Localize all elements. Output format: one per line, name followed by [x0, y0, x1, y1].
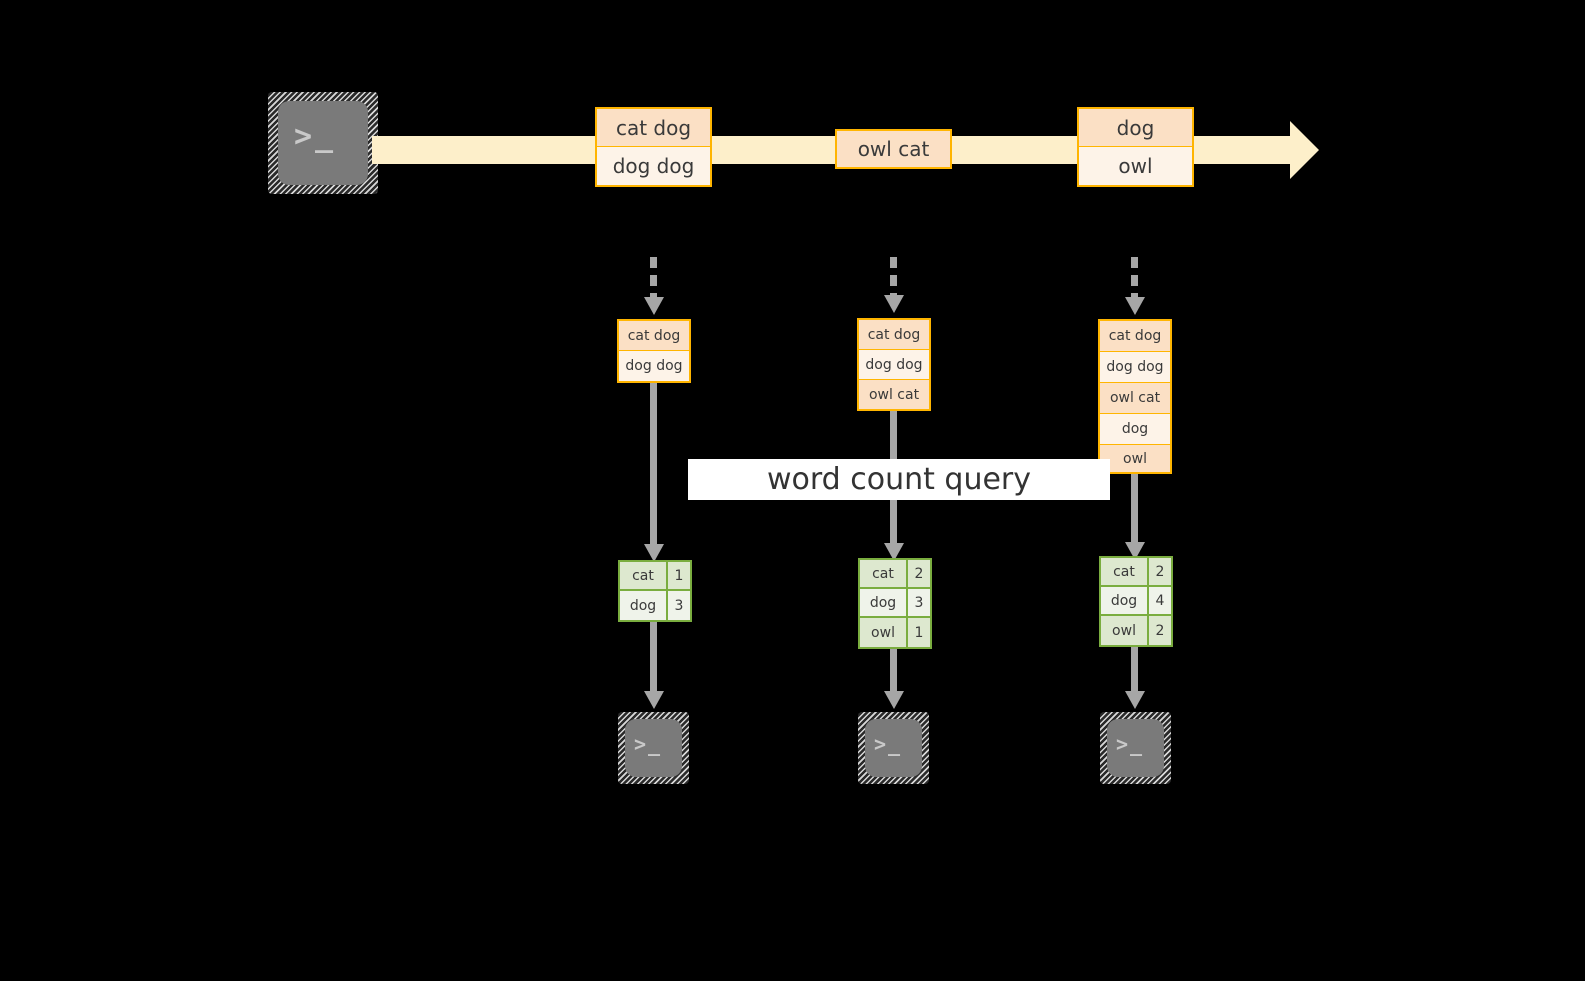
query-label: word count query [688, 459, 1110, 500]
snapshot-2-sink-arrowhead [884, 691, 904, 709]
table-row: cat 2 [860, 560, 930, 589]
table-cell-word: cat [860, 560, 908, 587]
buffer-line: owl cat [1100, 383, 1170, 414]
buffer-line: owl cat [859, 380, 929, 409]
snapshot-1-sink-arrowhead [644, 691, 664, 709]
terminal-face [625, 719, 682, 777]
terminal-prompt-glyph: >_ [634, 732, 663, 756]
buffer-line: cat dog [859, 320, 929, 350]
terminal-face [1107, 719, 1164, 777]
table-cell-word: cat [620, 562, 668, 589]
stream-message-1[interactable]: cat dog dog dog [595, 107, 712, 187]
snapshot-1-result-table[interactable]: cat 1 dog 3 [618, 560, 692, 622]
snapshot-2-sink-terminal-icon[interactable]: >_ [858, 712, 929, 784]
terminal-face [278, 101, 368, 185]
snapshot-2-accumulated-buffer[interactable]: cat dog dog dog owl cat [857, 318, 931, 411]
table-row: dog 3 [860, 589, 930, 618]
table-row: owl 1 [860, 618, 930, 647]
snapshot-2-result-table[interactable]: cat 2 dog 3 owl 1 [858, 558, 932, 649]
snapshot-1-query-line [650, 383, 657, 548]
snapshot-3-inbound-arrowhead [1125, 297, 1145, 315]
stream-message-line: dog [1079, 109, 1192, 147]
table-cell-count: 3 [908, 589, 930, 616]
buffer-line: dog [1100, 414, 1170, 445]
table-cell-count: 2 [1149, 558, 1171, 585]
buffer-line: cat dog [1100, 321, 1170, 352]
terminal-face [865, 719, 922, 777]
snapshot-3-sink-arrowhead [1125, 691, 1145, 709]
table-cell-count: 3 [668, 591, 690, 620]
stream-message-line: owl cat [837, 131, 950, 167]
snapshot-1-inbound-arrowhead [644, 297, 664, 315]
stream-message-line: owl [1079, 147, 1192, 185]
stream-message-line: dog dog [597, 147, 710, 185]
snapshot-1-inbound-dashed-line [650, 257, 657, 299]
table-cell-count: 2 [1149, 616, 1171, 645]
buffer-line: cat dog [619, 321, 689, 351]
snapshot-1-query-arrowhead [644, 544, 664, 562]
snapshot-3-sink-line [1131, 647, 1138, 695]
terminal-prompt-glyph: >_ [1116, 732, 1145, 756]
terminal-prompt-glyph: >_ [294, 119, 337, 154]
snapshot-3-sink-terminal-icon[interactable]: >_ [1100, 712, 1171, 784]
snapshot-2-sink-line [890, 649, 897, 695]
table-cell-count: 4 [1149, 587, 1171, 614]
snapshot-3-inbound-dashed-line [1131, 257, 1138, 299]
table-cell-word: cat [1101, 558, 1149, 585]
snapshot-3-query-arrowhead [1125, 542, 1145, 560]
buffer-line: dog dog [859, 350, 929, 380]
source-terminal-icon[interactable]: >_ [268, 92, 378, 194]
stream-message-3[interactable]: dog owl [1077, 107, 1194, 187]
snapshot-1-accumulated-buffer[interactable]: cat dog dog dog [617, 319, 691, 383]
stream-message-2[interactable]: owl cat [835, 129, 952, 169]
snapshot-3-accumulated-buffer[interactable]: cat dog dog dog owl cat dog owl [1098, 319, 1172, 474]
table-row: owl 2 [1101, 616, 1171, 645]
buffer-line: owl [1100, 445, 1170, 472]
buffer-line: dog dog [619, 351, 689, 381]
snapshot-3-query-line [1131, 474, 1138, 546]
table-cell-count: 1 [908, 618, 930, 647]
snapshot-2-inbound-dashed-line [890, 257, 897, 297]
table-row: dog 4 [1101, 587, 1171, 616]
table-cell-word: owl [860, 618, 908, 647]
terminal-prompt-glyph: >_ [874, 732, 903, 756]
snapshot-2-inbound-arrowhead [884, 295, 904, 313]
table-row: dog 3 [620, 591, 690, 620]
table-cell-word: dog [860, 589, 908, 616]
buffer-line: dog dog [1100, 352, 1170, 383]
stream-message-line: cat dog [597, 109, 710, 147]
table-row: cat 2 [1101, 558, 1171, 587]
table-cell-word: owl [1101, 616, 1149, 645]
snapshot-1-sink-line [650, 622, 657, 695]
snapshot-1-sink-terminal-icon[interactable]: >_ [618, 712, 689, 784]
snapshot-3-result-table[interactable]: cat 2 dog 4 owl 2 [1099, 556, 1173, 647]
snapshot-2-query-arrowhead [884, 543, 904, 561]
table-cell-count: 1 [668, 562, 690, 589]
table-cell-count: 2 [908, 560, 930, 587]
stream-arrow-head [1290, 121, 1319, 179]
table-cell-word: dog [620, 591, 668, 620]
table-cell-word: dog [1101, 587, 1149, 614]
table-row: cat 1 [620, 562, 690, 591]
